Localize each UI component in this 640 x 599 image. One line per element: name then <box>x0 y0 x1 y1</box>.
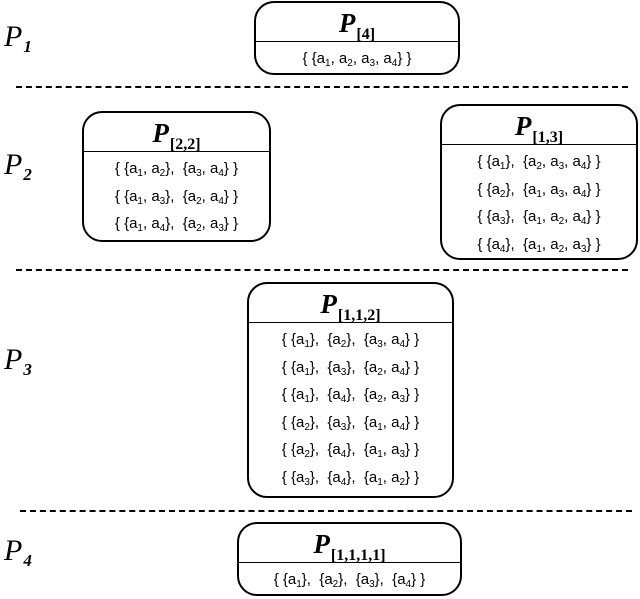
box-title-subscript: [1,3] <box>532 128 564 146</box>
separator-3 <box>20 510 632 512</box>
partition-line: { {a1}, {a3}, {a2, a4} } <box>281 358 420 378</box>
partition-box-p13: P[1,3] { {a1}, {a2, a3, a4} } { {a2}, {a1,… <box>440 104 638 260</box>
box-title: P[1,1,2] <box>249 284 452 324</box>
partition-line: { {a1, a2, a3, a4} } <box>302 50 412 69</box>
row-label-p4: P4 <box>4 536 32 569</box>
box-title: P[2,2] <box>84 113 269 153</box>
row-label-p3: P3 <box>4 345 32 378</box>
partition-line: { {a1}, {a2, a3, a4} } <box>477 153 601 172</box>
partition-line: { {a2}, {a4}, {a1, a3} } <box>281 441 420 460</box>
row-label-var: P <box>4 148 23 181</box>
box-title: P[1,3] <box>442 106 636 146</box>
row-label-index: 3 <box>23 359 32 379</box>
row-label-p1: P1 <box>4 22 32 55</box>
partition-line: { {a1, a3}, {a2, a4} } <box>114 187 239 207</box>
partition-line: { {a3}, {a1, a2, a4} } <box>477 208 601 227</box>
box-title: P[1,1,1,1] <box>239 524 460 564</box>
box-title-var: P <box>313 529 330 559</box>
partition-line: { {a1, a2}, {a3, a4} } <box>114 160 239 179</box>
partition-box-p22: P[2,2] { {a1, a2}, {a3, a4} } { {a1, a3}, … <box>82 111 271 242</box>
separator-2 <box>16 269 628 271</box>
partition-line: { {a3}, {a4}, {a1, a2} } <box>281 468 420 488</box>
partition-list: { {a1, a2, a3, a4} } <box>256 42 458 73</box>
partition-box-p112: P[1,1,2]{ {a1}, {a2}, {a3, a4} }{ {a1}, … <box>247 282 454 498</box>
box-title-subscript: [2,2] <box>169 135 201 153</box>
row-label-index: 4 <box>23 550 32 570</box>
box-title-subscript: [4] <box>356 25 376 43</box>
row-label-var: P <box>4 534 23 567</box>
partition-line: { {a1}, {a2}, {a3, a4} } <box>281 331 420 350</box>
separator-1 <box>16 86 628 88</box>
partition-list: { {a1, a2}, {a3, a4} } { {a1, a3}, {a2, a… <box>84 152 269 238</box>
partition-line: { {a1}, {a2}, {a3}, {a4} } <box>273 571 426 590</box>
partition-box-p1111: P[1,1,1,1] { {a1}, {a2}, {a3}, {a4} } <box>237 522 462 596</box>
partition-line: { {a1}, {a4}, {a2, a3} } <box>281 386 420 405</box>
row-label-var: P <box>4 20 23 53</box>
partition-box-p4: P[4] { {a1, a2, a3, a4} } <box>254 1 460 75</box>
row-label-index: 2 <box>23 164 32 184</box>
partition-list: { {a1}, {a2}, {a3}, {a4} } <box>239 563 460 594</box>
partition-list: { {a1}, {a2}, {a3, a4} } { {a1}, {a3}, {a… <box>249 323 452 491</box>
partition-line: { {a1, a4}, {a2, a3} } <box>114 215 239 234</box>
box-title-var: P <box>320 289 337 319</box>
partition-line: { {a4}, {a1, a2, a3} } <box>477 235 601 255</box>
box-title-var: P <box>152 118 169 148</box>
partition-line: { {a2}, {a1, a3, a4} } <box>477 180 601 200</box>
partition-line: { {a2}, {a3}, {a1, a4} } <box>281 413 420 433</box>
row-label-p2: P2 <box>4 150 32 183</box>
box-title-subscript: [1,1,1,1] <box>330 546 386 564</box>
box-title-var: P <box>514 111 532 141</box>
row-label-var: P <box>4 343 23 376</box>
box-title-subscript: [1,1,2] <box>337 306 381 324</box>
row-label-index: 1 <box>23 36 32 56</box>
box-title: P[4] <box>256 3 458 43</box>
partition-list: { {a1}, {a2, a3, a4} } { {a2}, {a1, a3, a… <box>442 145 636 258</box>
box-title-var: P <box>338 8 356 38</box>
